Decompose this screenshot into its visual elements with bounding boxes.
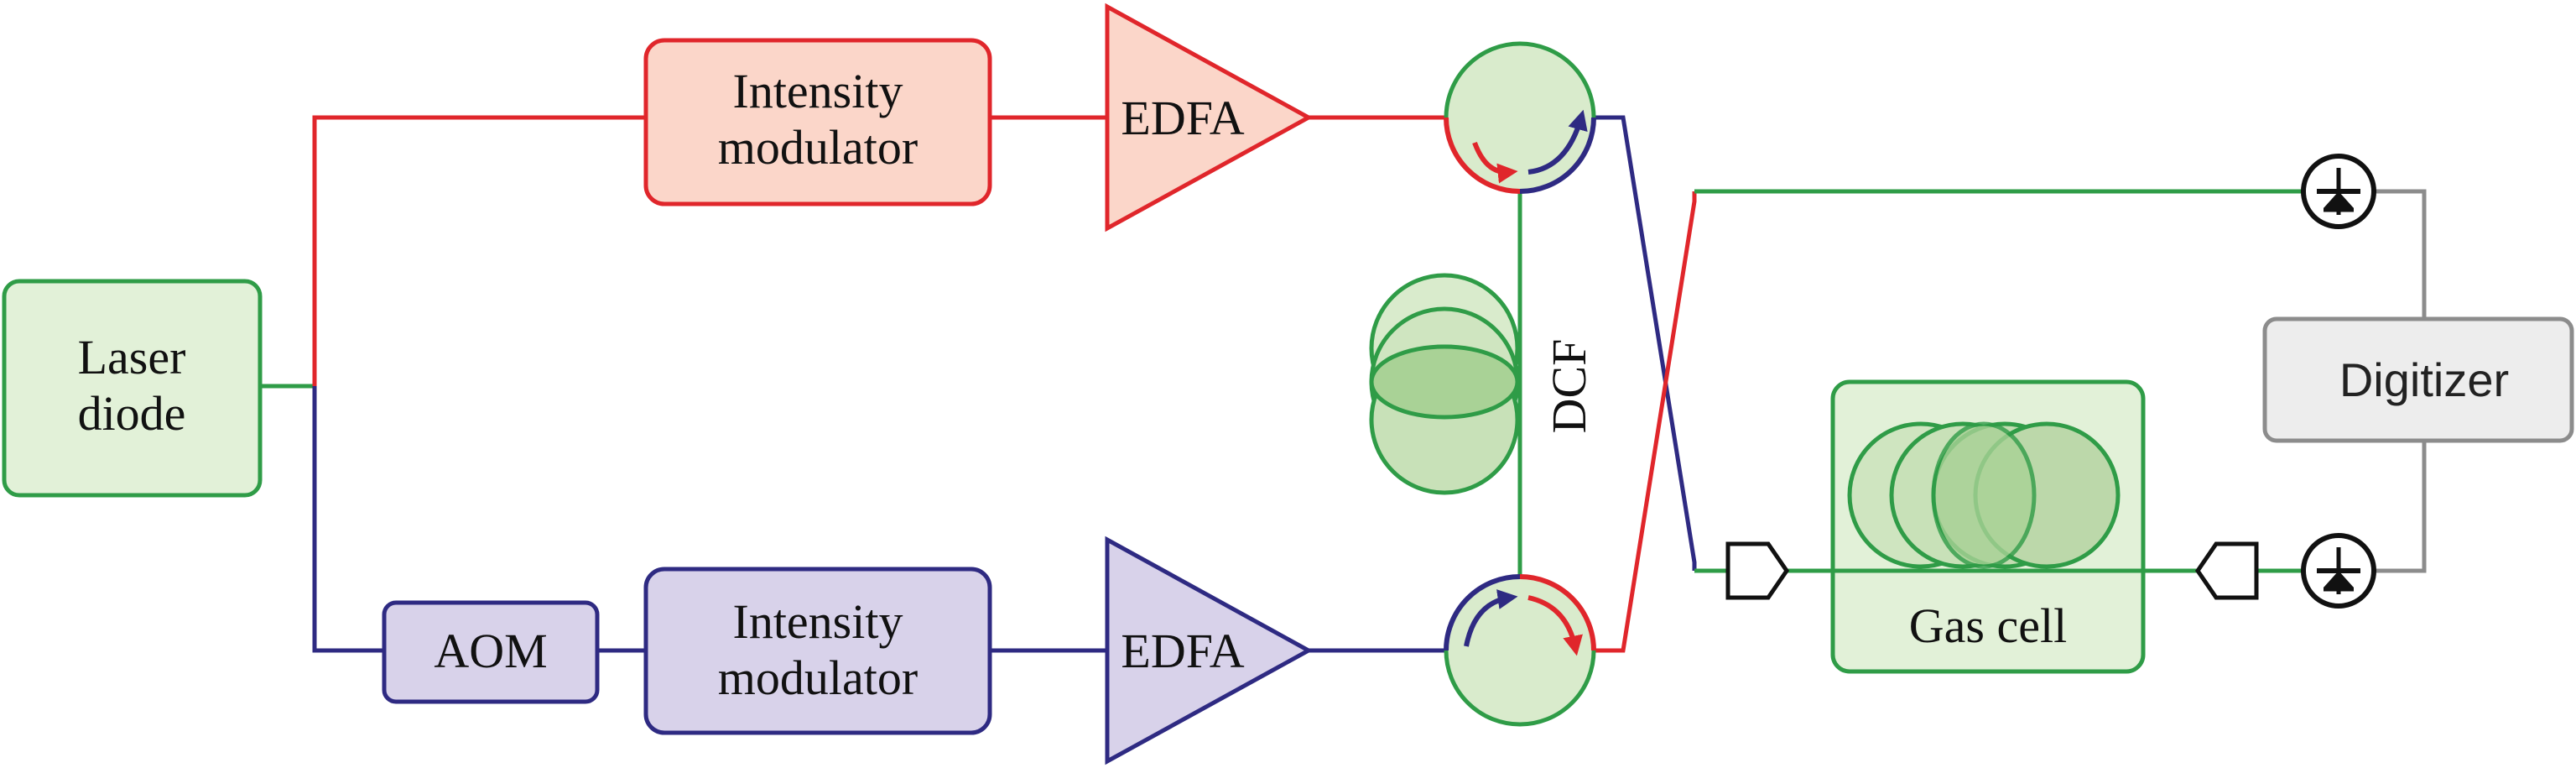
photodetector-top-icon xyxy=(2301,154,2376,229)
gas-cell: Gas cell xyxy=(1830,379,2146,674)
intensity-modulator-bottom: Intensity modulator xyxy=(643,567,992,735)
laser-diode-label-2: diode xyxy=(78,386,186,441)
upper-branch-fiber xyxy=(312,115,646,386)
dcf-label: DCF xyxy=(1542,339,1596,434)
collimator-output-icon xyxy=(2194,541,2259,600)
aom-label: AOM xyxy=(434,624,547,678)
laser-diode: Laser diode xyxy=(2,279,263,498)
circulator-top xyxy=(1444,41,1596,194)
im-bottom-label-2: modulator xyxy=(718,650,918,705)
bottom-circulator-output-fiber xyxy=(1594,191,1697,653)
im-top-label-2: modulator xyxy=(718,120,918,175)
digitizer: Digitizer xyxy=(2262,316,2574,443)
laser-diode-label-1: Laser xyxy=(78,330,186,384)
im-top-label-1: Intensity xyxy=(733,64,903,118)
circulator-bottom xyxy=(1444,574,1596,727)
detector-top-wire xyxy=(2374,189,2427,319)
im-bottom-label-1: Intensity xyxy=(733,594,903,649)
lower-branch-fiber xyxy=(312,386,384,653)
edfa-top: EDFA xyxy=(1105,3,1314,232)
intensity-modulator-top: Intensity modulator xyxy=(643,38,992,206)
edfa-bottom: EDFA xyxy=(1105,536,1314,765)
gas-cell-coil xyxy=(1847,421,2121,569)
edfa-bottom-label: EDFA xyxy=(1121,624,1244,678)
photodetector-bottom-icon xyxy=(2301,533,2376,609)
circulator-bottom-red-arrow xyxy=(1527,595,1583,656)
aom: AOM xyxy=(382,600,600,704)
collimator-input-icon xyxy=(1725,541,1790,600)
circulator-top-blue-arrow xyxy=(1527,109,1588,175)
detector-bottom-wire xyxy=(2374,441,2427,573)
circulator-bottom-blue-arrow xyxy=(1464,589,1518,647)
digitizer-label: Digitizer xyxy=(2339,353,2509,406)
circulator-top-red-arrow xyxy=(1472,141,1518,184)
gas-cell-label: Gas cell xyxy=(1909,598,2067,653)
edfa-top-label: EDFA xyxy=(1121,91,1244,145)
dcf-spool xyxy=(1369,273,1520,495)
top-circulator-output-fiber xyxy=(1594,115,1697,571)
